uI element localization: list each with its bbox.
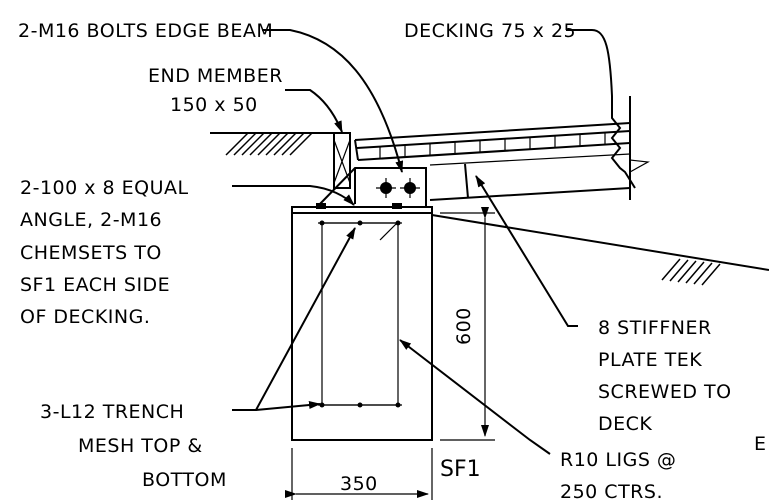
ground-left [210, 132, 345, 156]
label-angle-line1: 2-100 x 8 EQUAL [20, 177, 189, 199]
label-mesh-line1: 3-L12 TRENCH [40, 401, 184, 423]
label-angle-line4: SF1 EACH SIDE [20, 274, 170, 296]
label-angle-line3: CHEMSETS TO [20, 242, 162, 264]
footing-tag: SF1 [440, 457, 481, 482]
label-edge-letter: E [754, 433, 767, 455]
label-angle-line2: ANGLE, 2-M16 [20, 209, 162, 231]
label-ligs-line1: R10 LIGS @ [560, 449, 676, 471]
label-angle-line5: OF DECKING. [20, 306, 150, 328]
label-stiffner-line4: DECK [598, 413, 652, 435]
label-bolts: 2-M16 BOLTS EDGE BEAM [18, 20, 273, 42]
label-mesh-line2: MESH TOP & [78, 435, 203, 457]
edge-plate [317, 163, 469, 208]
dim-width-label: 350 [340, 473, 378, 495]
label-end-member-line2: 150 x 50 [170, 94, 258, 116]
end-member [333, 132, 351, 189]
deck-beam [354, 96, 650, 201]
label-stiffner-line3: SCREWED TO [598, 381, 732, 403]
ground-right [431, 214, 769, 286]
label-stiffner-line2: PLATE TEK [598, 349, 702, 371]
label-decking: DECKING 75 x 25 [404, 20, 576, 42]
dim-height [440, 207, 495, 441]
dim-height-label: 600 [453, 307, 475, 345]
label-ligs-line2: 250 CTRS. [560, 481, 663, 503]
leader-lines [232, 29, 613, 455]
label-mesh-line3: BOTTOM [142, 469, 227, 491]
bolt-right [400, 178, 420, 198]
bolt-left [376, 178, 396, 198]
dim-width [285, 448, 433, 500]
label-end-member-line1: END MEMBER [148, 65, 283, 87]
label-stiffner-line1: 8 STIFFNER [598, 317, 712, 339]
footing-sf1 [291, 203, 433, 441]
